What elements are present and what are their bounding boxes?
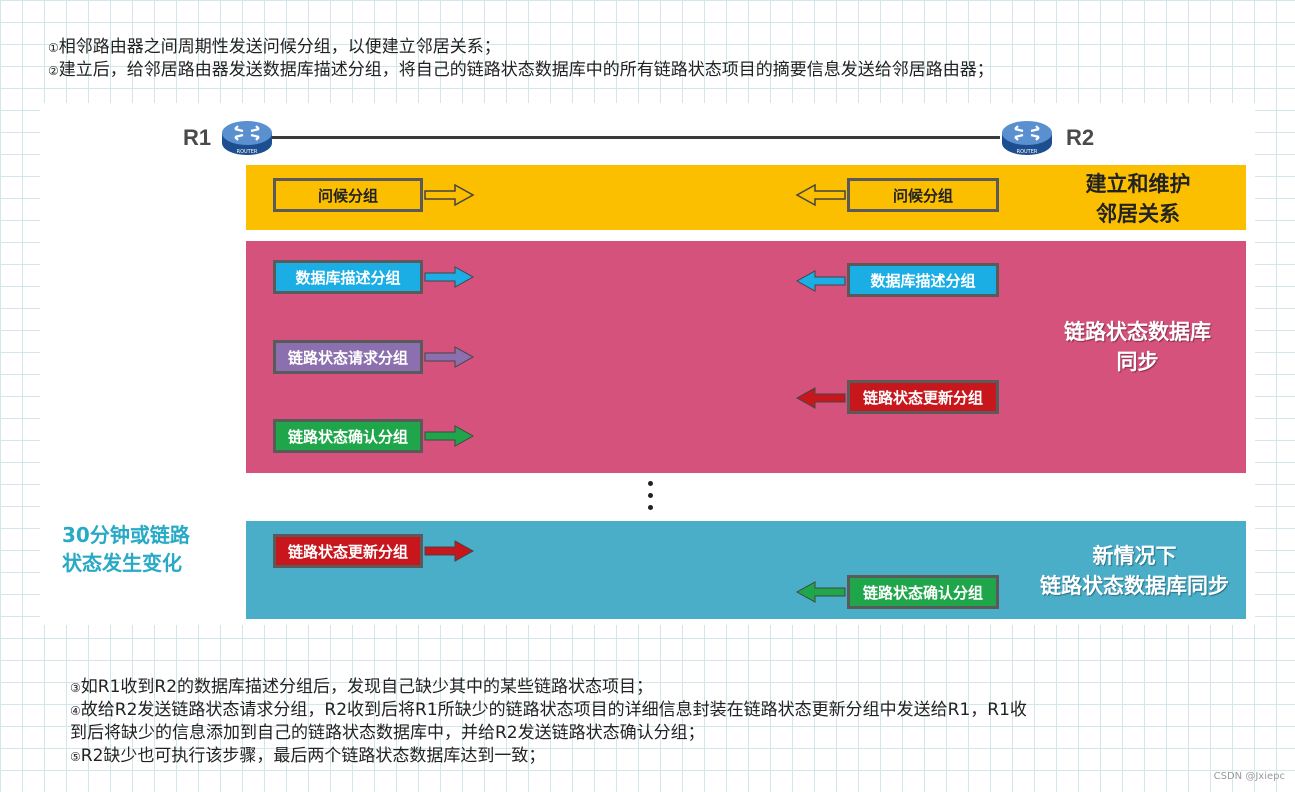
router-icon-r1: ROUTER: [222, 121, 272, 155]
bottom-notes: ③如R1收到R2的数据库描述分组后，发现自己缺少其中的某些链路状态项目； ④故给…: [70, 676, 1027, 768]
router-icon-r2: ROUTER: [1002, 121, 1052, 155]
router-label-r1: R1: [183, 125, 212, 150]
svg-text:ROUTER: ROUTER: [237, 149, 258, 155]
lsu-packet-r2: 链路状态更新分组: [847, 380, 999, 414]
ellipsis-dots: [648, 481, 656, 517]
note-4-cont: 到后将缺少的信息添加到自己的链路状态数据库中，并给R2发送链路状态确认分组；: [70, 723, 705, 743]
band-sync-label: 链路状态数据库 同步: [1064, 320, 1211, 374]
arrow-right-lsr: [424, 346, 475, 368]
hello-packet-r2: 问候分组: [847, 178, 999, 212]
svg-text:ROUTER: ROUTER: [1017, 149, 1038, 155]
note-4: ④故给R2发送链路状态请求分组，R2收到后将R1所缺少的链路状态项目的详细信息封…: [70, 700, 1027, 720]
arrow-right-hello: [424, 183, 475, 207]
arrow-right-lsack: [424, 425, 475, 447]
router-label-r2: R2: [1066, 125, 1095, 150]
arrow-left-dd: [795, 270, 846, 292]
note-3: ③如R1收到R2的数据库描述分组后，发现自己缺少其中的某些链路状态项目；: [70, 677, 654, 697]
arrow-right-dd: [424, 266, 475, 288]
band-update-label: 新情况下 链路状态数据库同步: [1040, 544, 1229, 598]
lsack-packet-r2: 链路状态确认分组: [847, 575, 999, 609]
hello-packet-r1: 问候分组: [273, 178, 423, 212]
note-2: ②建立后，给邻居路由器发送数据库描述分组，将自己的链路状态数据库中的所有链路状态…: [48, 60, 994, 80]
lsack-packet-r1: 链路状态确认分组: [273, 419, 423, 453]
note-5: ⑤R2缺少也可执行该步骤，最后两个链路状态数据库达到一致；: [70, 746, 546, 766]
arrow-left-lsack-2: [795, 581, 846, 603]
top-notes: ①相邻路由器之间周期性发送问候分组，以便建立邻居关系； ②建立后，给邻居路由器发…: [48, 36, 994, 82]
dd-packet-r2: 数据库描述分组: [847, 263, 999, 297]
lsr-packet-r1: 链路状态请求分组: [273, 340, 423, 374]
ospf-diagram: R1 ROUTER ROUTER R2 问候分组 问候分组 建立和维护 邻居关系…: [40, 103, 1255, 625]
arrow-left-lsu: [795, 387, 846, 409]
watermark: CSDN @Jxiepc: [1213, 771, 1285, 782]
link-line: [272, 136, 1000, 139]
note-1: ①相邻路由器之间周期性发送问候分组，以便建立邻居关系；: [48, 37, 501, 57]
arrow-left-hello: [795, 183, 846, 207]
band-hello-label: 建立和维护 邻居关系: [1085, 172, 1191, 226]
lsu-packet-r1: 链路状态更新分组: [273, 534, 423, 568]
dd-packet-r1: 数据库描述分组: [273, 260, 423, 294]
arrow-right-lsu-2: [424, 540, 475, 562]
trigger-label: 30分钟或链路 状态发生变化: [62, 523, 190, 575]
